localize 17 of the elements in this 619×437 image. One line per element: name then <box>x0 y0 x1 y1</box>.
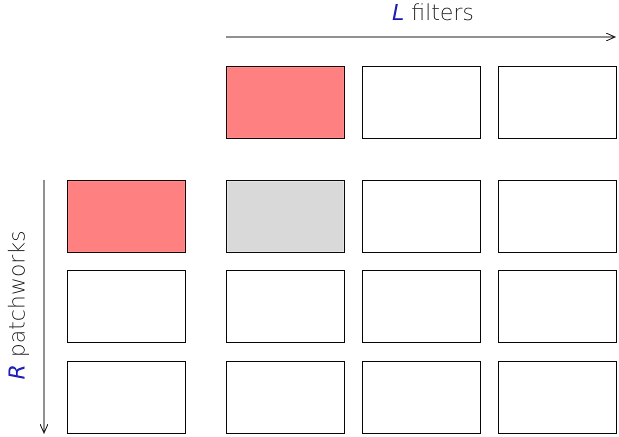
grid-box <box>498 66 617 139</box>
grid-box <box>226 66 345 139</box>
grid-box <box>226 270 345 343</box>
grid-box <box>226 361 345 434</box>
axis-label: R patchworks <box>6 230 30 380</box>
grid-box <box>67 270 186 343</box>
axis-label: L filters <box>392 1 474 26</box>
grid-box <box>226 180 345 253</box>
grid-box <box>67 361 186 434</box>
grid-box <box>498 270 617 343</box>
grid-box <box>362 361 481 434</box>
grid-box <box>498 361 617 434</box>
grid-box <box>498 180 617 253</box>
grid-box <box>362 270 481 343</box>
grid-box <box>362 180 481 253</box>
grid-box <box>362 66 481 139</box>
grid-box <box>67 180 186 253</box>
